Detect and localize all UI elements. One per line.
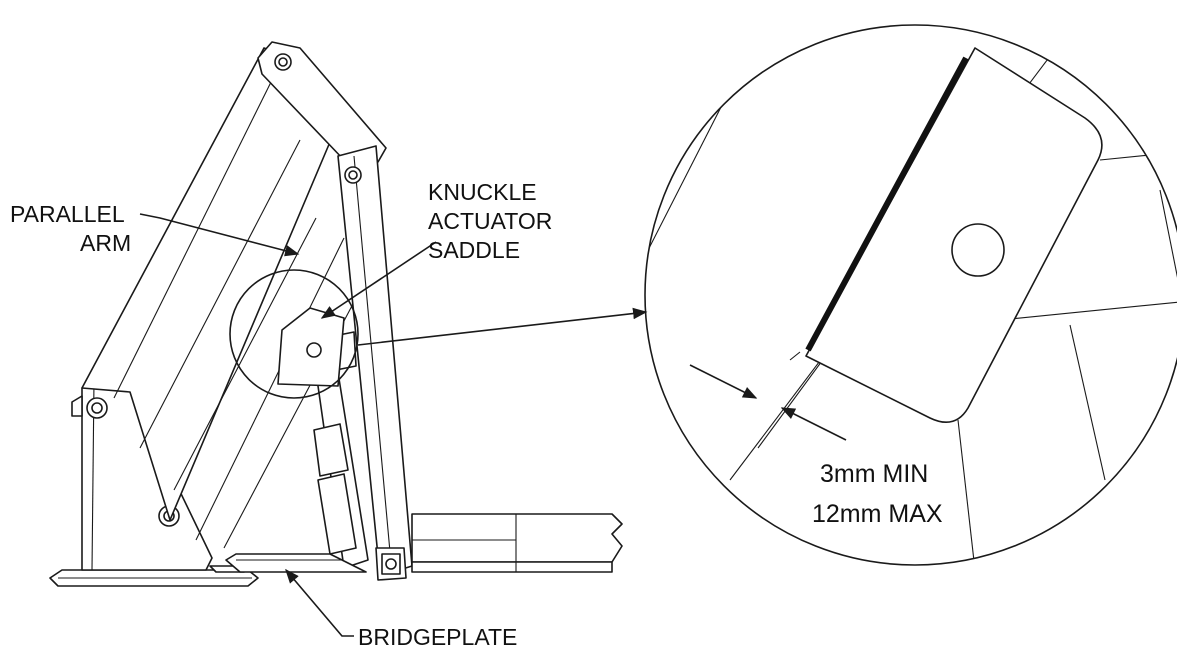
label-dimension: 3mm MIN 12mm MAX bbox=[812, 460, 943, 528]
lift-assembly bbox=[49, 41, 623, 587]
saddle-pin-zoomed bbox=[951, 223, 1005, 277]
gap-dimension bbox=[689, 364, 847, 441]
corner-bolt bbox=[375, 547, 407, 581]
knuckle-actuator bbox=[277, 307, 369, 569]
detail-circle bbox=[229, 269, 359, 399]
parallel-arm-arrow bbox=[139, 213, 300, 257]
zoom-detail bbox=[644, 24, 1177, 566]
svg-text:PARALLEL: PARALLEL bbox=[10, 201, 125, 227]
zoom-arrow bbox=[357, 307, 648, 346]
label-parallel-arm: PARALLEL ARM bbox=[10, 201, 131, 256]
knuckle-arrow bbox=[320, 241, 437, 319]
zoom-circle bbox=[644, 24, 1177, 566]
svg-text:ARM: ARM bbox=[80, 230, 131, 256]
svg-text:ACTUATOR: ACTUATOR bbox=[428, 208, 552, 234]
platform-frame bbox=[375, 513, 623, 581]
vertical-post bbox=[337, 145, 413, 577]
upper-link bbox=[257, 41, 387, 163]
svg-text:KNUCKLE: KNUCKLE bbox=[428, 179, 537, 205]
svg-text:3mm MIN: 3mm MIN bbox=[820, 460, 928, 488]
top-pin bbox=[274, 53, 292, 71]
saddle-pin bbox=[306, 342, 322, 358]
svg-text:12mm MAX: 12mm MAX bbox=[812, 500, 943, 528]
label-knuckle-actuator-saddle: KNUCKLE ACTUATOR SADDLE bbox=[428, 179, 552, 263]
bridgeplate bbox=[225, 553, 367, 573]
post-pin-upper bbox=[344, 166, 362, 184]
saddle-block-zoomed bbox=[805, 47, 1103, 424]
parallel-arm bbox=[81, 47, 355, 549]
label-bridgeplate: BRIDGEPLATE bbox=[358, 624, 517, 650]
leader-arrows bbox=[139, 213, 648, 637]
gap-edge bbox=[805, 56, 969, 352]
pivot-pin-upper bbox=[86, 397, 108, 419]
bridgeplate-arrow bbox=[285, 568, 354, 637]
svg-text:SADDLE: SADDLE bbox=[428, 237, 520, 263]
